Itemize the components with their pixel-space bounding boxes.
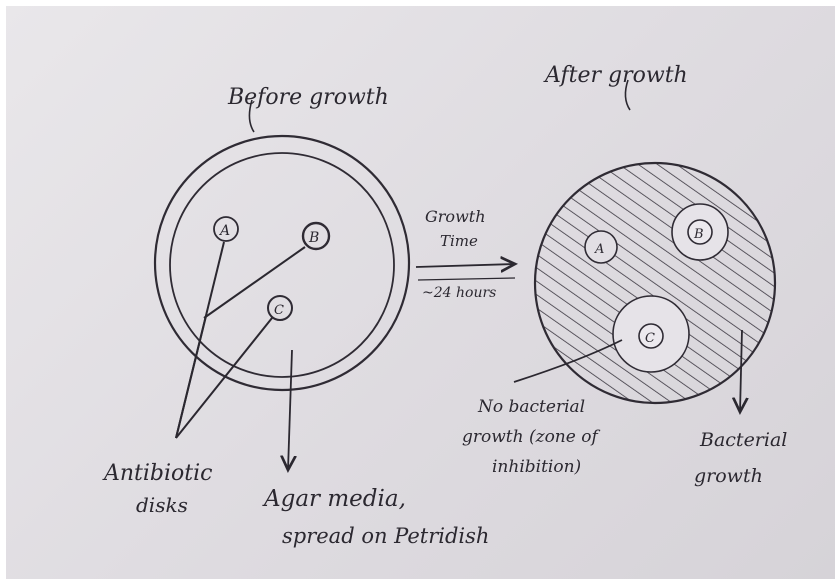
disk-c-label: C — [274, 303, 284, 318]
antibiotic-pointer-lines — [176, 242, 305, 438]
duration-label: ~24 hours — [422, 285, 496, 301]
growth-time-underline — [418, 278, 515, 280]
disk-b-label: B — [308, 230, 319, 246]
disk-a-before: A — [214, 217, 238, 241]
antibiotic-label-line1: Antibiotic — [102, 461, 213, 486]
antibiotic-label-line2: disks — [136, 493, 188, 517]
growth-time-arrow — [416, 264, 515, 267]
agar-label-line2: spread on Petridish — [282, 524, 489, 548]
zone-label-line3: inhibition) — [492, 457, 581, 477]
petri-dish-after: A B C — [535, 163, 775, 403]
agar-label-line1: Agar media, — [262, 486, 406, 512]
zone-label-line2: growth (zone of — [462, 427, 600, 447]
growth-label: Growth — [425, 207, 486, 226]
after-growth-title: After growth — [543, 63, 688, 88]
before-growth-title: Before growth — [227, 85, 389, 110]
disk-a-label: A — [218, 223, 230, 239]
disk-c-after-label: C — [645, 331, 655, 346]
disk-b-before: B — [303, 223, 329, 249]
bacterial-label-line2: growth — [694, 465, 763, 487]
disk-c-before: C — [268, 296, 292, 320]
petri-dish-inner-rim — [170, 153, 394, 377]
disk-b-after-label: B — [693, 227, 704, 242]
time-label: Time — [440, 232, 478, 250]
disk-a-after-label: A — [594, 242, 604, 257]
zone-label-line1: No bacterial — [477, 397, 585, 417]
bacterial-label-line1: Bacterial — [699, 429, 787, 451]
agar-pointer-arrow — [288, 350, 292, 470]
